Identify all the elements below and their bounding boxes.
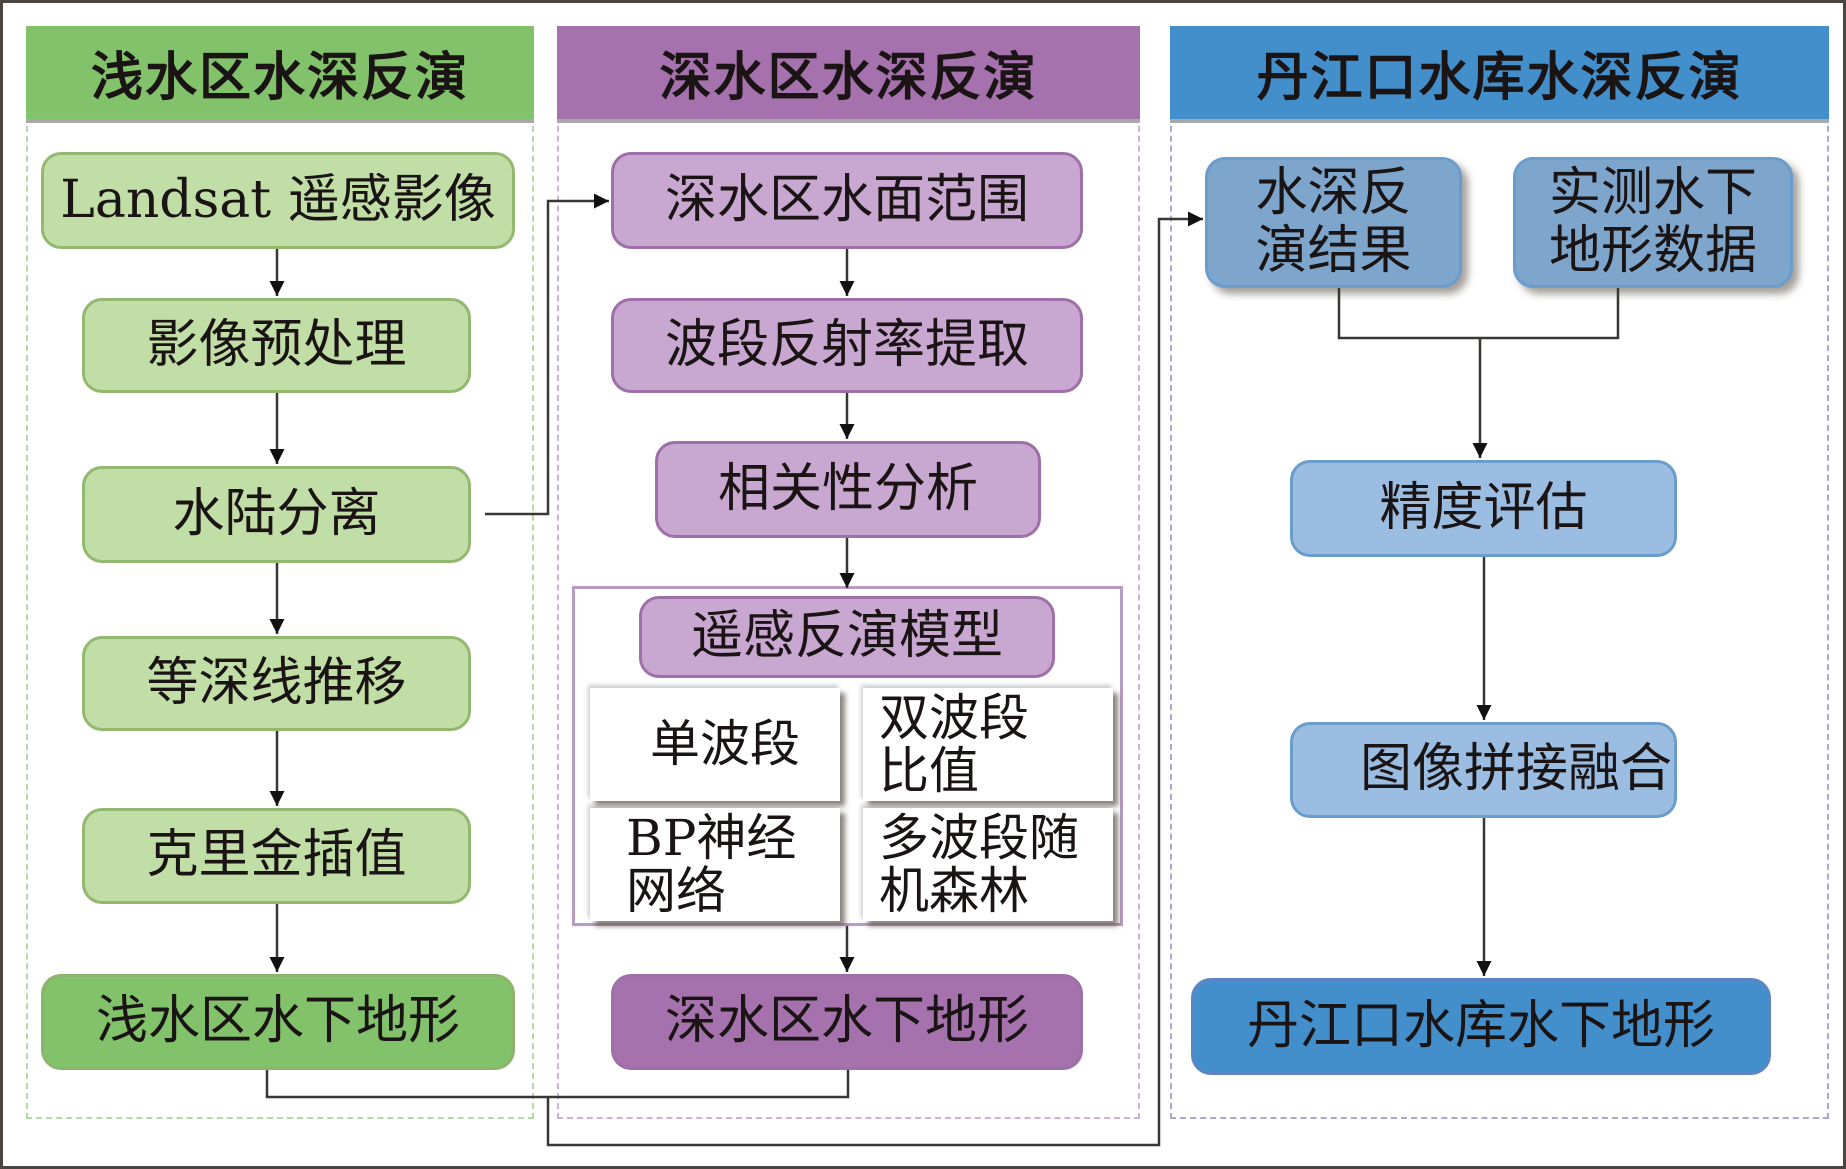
band-reflectance-node: 波段反射率提取 [611, 298, 1083, 393]
method-rf-line-1: 多波段随 [879, 809, 1079, 867]
correlation-analysis-label: 相关性分析 [717, 458, 978, 519]
image-preprocessing-label: 影像预处理 [146, 314, 407, 375]
deep-water-title: 深水区水深反演 [659, 47, 1038, 108]
method-band-ratio: 双波段 比值 [863, 688, 1113, 801]
reservoir-title: 丹江口水库水深反演 [1256, 47, 1743, 108]
edge-inputs-merge [1337, 288, 1620, 340]
method-band-ratio-line-1: 双波段 [879, 689, 1029, 747]
reservoir-topography-label: 丹江口水库水下地形 [1246, 995, 1715, 1056]
deep-water-topography-node: 深水区水下地形 [611, 974, 1083, 1070]
water-land-separation-label: 水陆分离 [172, 483, 381, 544]
measured-topography-line-2: 地形数据 [1548, 220, 1757, 281]
kriging-interpolation-node: 克里金插值 [82, 808, 471, 904]
reservoir-header: 丹江口水库水深反演 [1170, 26, 1829, 123]
accuracy-assessment-node: 精度评估 [1290, 460, 1677, 557]
deep-water-surface-label: 深水区水面范围 [664, 169, 1029, 230]
image-mosaic-fusion-label: 图像拼接融合 [1359, 739, 1672, 800]
landsat-imagery-label: Landsat 遥感影像 [60, 169, 496, 230]
deep-water-topography-label: 深水区水下地形 [664, 991, 1029, 1052]
method-single-band: 单波段 [590, 688, 840, 801]
method-rf-line-2: 机森林 [879, 861, 1029, 920]
isobath-extrapolation-label: 等深线推移 [146, 652, 407, 713]
inversion-result-node: 水深反 演结果 [1205, 157, 1462, 288]
method-bp-line-2: 网络 [626, 861, 726, 920]
method-random-forest: 多波段随 机森林 [863, 808, 1113, 921]
shallow-water-title: 浅水区水深反演 [90, 47, 469, 108]
deep-water-surface-node: 深水区水面范围 [611, 152, 1083, 249]
image-mosaic-fusion-node: 图像拼接融合 [1290, 722, 1677, 818]
method-single-band-label: 单波段 [650, 715, 800, 774]
method-band-ratio-line-2: 比值 [879, 741, 979, 800]
measured-topography-node: 实测水下 地形数据 [1513, 157, 1793, 288]
inversion-model-label: 遥感反演模型 [690, 606, 1003, 667]
isobath-extrapolation-node: 等深线推移 [82, 636, 471, 731]
deep-water-header: 深水区水深反演 [557, 26, 1140, 123]
edge-merge-to-inversion-result [546, 211, 1203, 1147]
shallow-water-header: 浅水区水深反演 [26, 26, 534, 123]
correlation-analysis-node: 相关性分析 [655, 441, 1041, 538]
accuracy-assessment-label: 精度评估 [1379, 477, 1588, 538]
method-bp-neural-network: BP神经 网络 [590, 808, 840, 921]
water-land-separation-node: 水陆分离 [82, 466, 471, 563]
measured-topography-line-1: 实测水下 [1548, 163, 1757, 224]
inversion-model-node: 遥感反演模型 [639, 596, 1055, 678]
inversion-result-line-2: 演结果 [1255, 220, 1412, 281]
method-bp-line-1: BP神经 [626, 809, 797, 867]
reservoir-topography-node: 丹江口水库水下地形 [1191, 978, 1771, 1075]
shallow-water-topography-node: 浅水区水下地形 [41, 974, 515, 1070]
kriging-interpolation-label: 克里金插值 [146, 825, 407, 886]
landsat-imagery-node: Landsat 遥感影像 [41, 152, 515, 249]
edge-separation-to-deep-surface [485, 193, 609, 516]
edge-shallow-output-merge [265, 1070, 850, 1099]
shallow-water-topography-label: 浅水区水下地形 [95, 991, 460, 1052]
image-preprocessing-node: 影像预处理 [82, 298, 471, 393]
inversion-result-line-1: 水深反 [1255, 163, 1412, 224]
band-reflectance-label: 波段反射率提取 [664, 314, 1029, 375]
